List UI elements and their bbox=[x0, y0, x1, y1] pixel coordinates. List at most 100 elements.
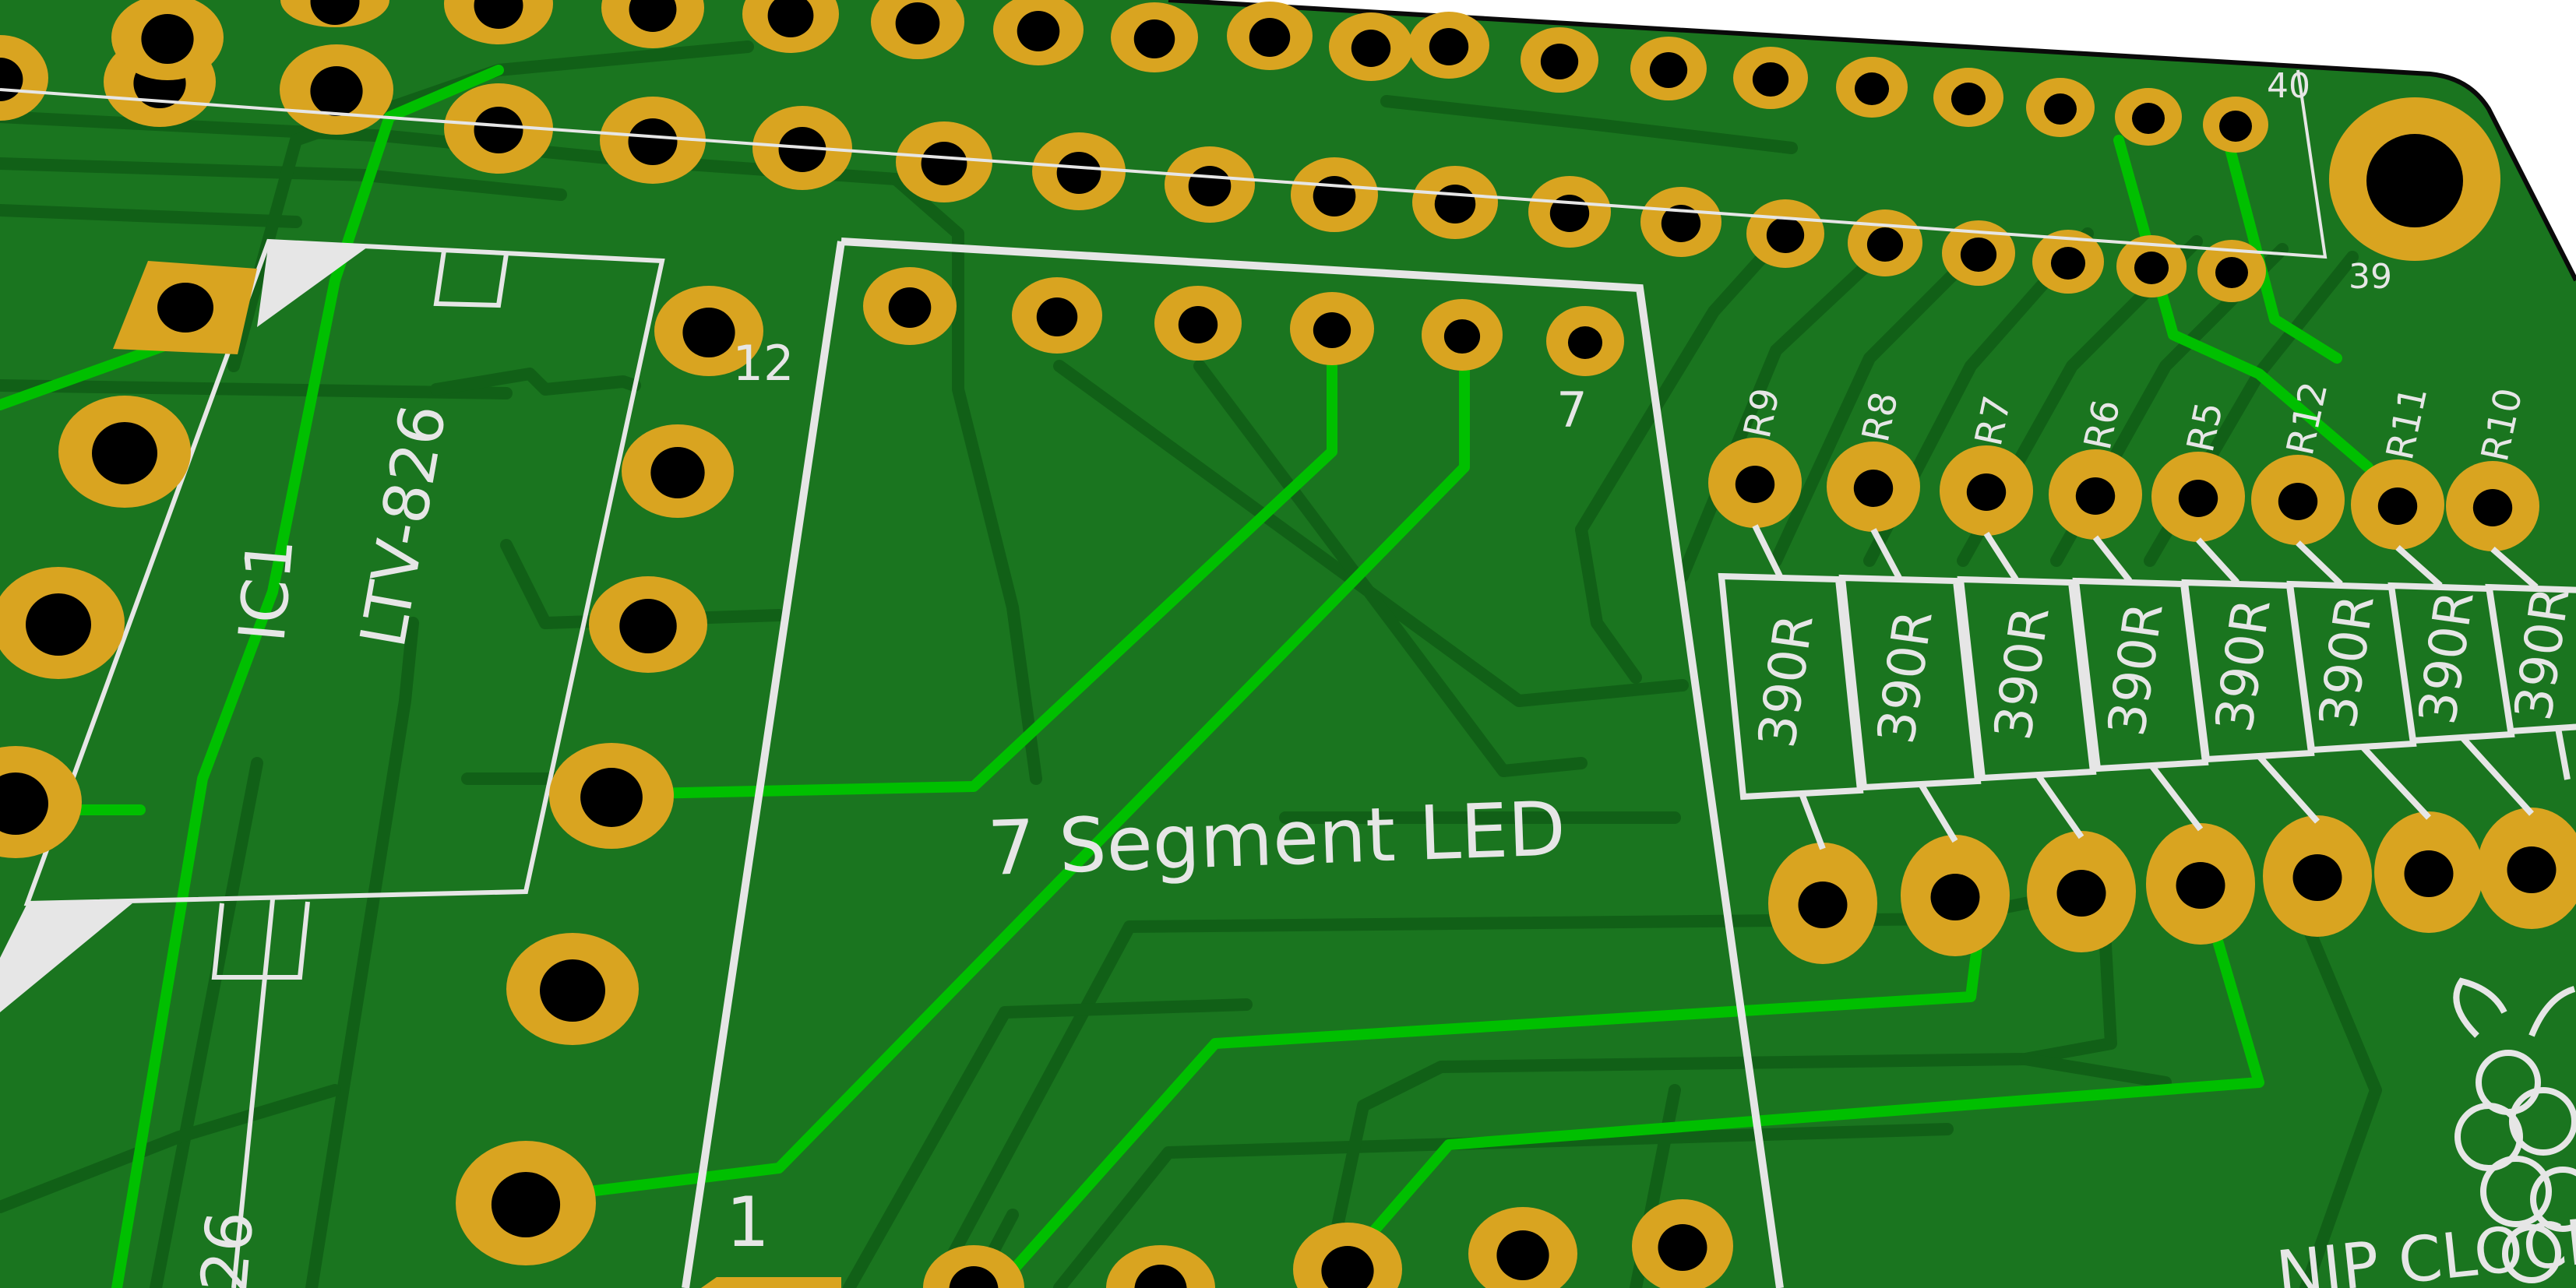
gpio-pad bbox=[1111, 2, 1198, 72]
ic1-notch-top bbox=[433, 250, 509, 308]
gpio-pad bbox=[1032, 132, 1126, 210]
gpio-pad bbox=[111, 0, 224, 80]
resistor-pad bbox=[1827, 442, 1920, 532]
gpio-pad bbox=[1408, 12, 1489, 79]
display-pad bbox=[1468, 1207, 1577, 1288]
gpio-pad bbox=[871, 0, 964, 59]
gpio-pad bbox=[1933, 68, 2003, 127]
display-pad bbox=[1106, 1245, 1215, 1288]
resistor-pad bbox=[2049, 449, 2142, 540]
gpio-pad bbox=[742, 0, 839, 53]
display-label: 7 Segment LED bbox=[986, 785, 1567, 892]
mounting-hole bbox=[2329, 97, 2500, 261]
gpio-pad bbox=[993, 0, 1084, 65]
resistor-ref-label: R9 bbox=[1736, 384, 1788, 442]
resistor-body bbox=[1718, 572, 1864, 801]
resistor-ref-label: R7 bbox=[1967, 392, 2020, 449]
gpio-pad bbox=[1521, 27, 1598, 93]
display-pad bbox=[1012, 277, 1102, 354]
ic1-pad bbox=[549, 743, 674, 849]
ic1-pad bbox=[58, 396, 191, 508]
ic1-pin1-marker bbox=[257, 241, 370, 327]
ic1-pad bbox=[456, 1141, 596, 1265]
display-pin-12-label: 12 bbox=[733, 335, 795, 392]
display-outline bbox=[682, 238, 1784, 1288]
resistor-pad bbox=[2351, 459, 2444, 550]
display-pad bbox=[863, 267, 957, 345]
resistor-pad bbox=[1901, 835, 2010, 956]
gpio-pad bbox=[280, 44, 393, 135]
ic1-pad bbox=[589, 576, 707, 673]
gpio-pad bbox=[2026, 78, 2095, 137]
gpio-pad bbox=[2197, 240, 2266, 302]
display-pad bbox=[923, 1245, 1024, 1288]
through-hole-pads bbox=[0, 267, 2576, 1288]
resistor-body bbox=[1957, 575, 2097, 782]
gpio-pad bbox=[444, 83, 553, 174]
display-pad bbox=[1293, 1223, 1402, 1288]
gpio-pad bbox=[2116, 235, 2187, 297]
resistor-body bbox=[1838, 574, 1982, 791]
ic1-pad bbox=[0, 746, 82, 858]
resistor-pad bbox=[1940, 445, 2033, 536]
gpio-pad bbox=[1630, 37, 1707, 100]
display-pin-1-label: 1 bbox=[726, 1182, 770, 1262]
resistor-pad bbox=[2251, 455, 2345, 545]
header-pin-40-label: 40 bbox=[2267, 66, 2310, 106]
display-pad bbox=[1546, 306, 1624, 376]
resistor-ref-label: R8 bbox=[1854, 388, 1907, 445]
ic1-notch-bottom bbox=[211, 901, 310, 980]
ic1-pad bbox=[0, 567, 125, 679]
resistor-body bbox=[2387, 582, 2515, 744]
gpio-pad bbox=[2032, 230, 2104, 294]
seven-segment-display-footprint: 7 Segment LED 12 7 1 bbox=[682, 238, 1784, 1288]
resistor-pad bbox=[2263, 815, 2372, 937]
ic1-outline bbox=[23, 238, 665, 906]
resistor-body bbox=[2485, 583, 2576, 735]
resistor-pad bbox=[2151, 452, 2245, 542]
header-pin-39-label: 39 bbox=[2349, 257, 2392, 297]
gpio-header-outline bbox=[0, 69, 2328, 259]
gpio-pad bbox=[280, 0, 389, 27]
gpio-pad bbox=[2203, 97, 2268, 153]
resistor-pad bbox=[2374, 811, 2483, 933]
resistor-ref-label: R5 bbox=[2179, 398, 2232, 456]
ic1-pad bbox=[654, 286, 763, 376]
ic1-part-number-partial: 26 bbox=[188, 1208, 269, 1288]
gpio-pad bbox=[1329, 12, 1413, 81]
gpio-pad bbox=[1942, 220, 2015, 286]
top-layer-traces bbox=[0, 65, 2373, 1288]
display-pin-7-label: 7 bbox=[1556, 382, 1587, 438]
gpio-pad bbox=[1746, 199, 1824, 268]
ic1-reference: IC1 bbox=[225, 535, 308, 645]
resistor-pad bbox=[1708, 438, 1802, 528]
display-pad bbox=[1632, 1199, 1733, 1288]
resistor-pad bbox=[1768, 843, 1877, 964]
gpio-pad bbox=[1836, 57, 1908, 118]
gpio-pad bbox=[896, 121, 992, 202]
resistor-ref-label: R6 bbox=[2076, 396, 2129, 453]
gpio-pad bbox=[1733, 47, 1808, 109]
gpio-pad bbox=[1227, 2, 1313, 70]
gpio-pad bbox=[444, 0, 553, 44]
display-pad bbox=[1154, 286, 1242, 361]
resistor-array: 390RR9390RR8390RR7390RR6390RR5390RR12390… bbox=[1718, 378, 2576, 850]
raspberry-logo-icon bbox=[2453, 977, 2576, 1283]
resistor-pad bbox=[2477, 808, 2576, 929]
gpio-pad bbox=[2115, 88, 2182, 146]
resistor-pad bbox=[2146, 823, 2255, 945]
display-pad bbox=[1422, 299, 1503, 371]
gpio-pad bbox=[1848, 209, 1922, 276]
gpio-pad bbox=[1528, 176, 1611, 248]
ic1-pad bbox=[506, 933, 639, 1045]
resistor-pad bbox=[2446, 461, 2539, 551]
display-pad bbox=[1290, 292, 1374, 365]
gpio-header-pads bbox=[0, 0, 2268, 302]
ic1-pad bbox=[622, 424, 734, 518]
gpio-pad bbox=[600, 97, 706, 184]
gpio-pad bbox=[1640, 187, 1721, 257]
